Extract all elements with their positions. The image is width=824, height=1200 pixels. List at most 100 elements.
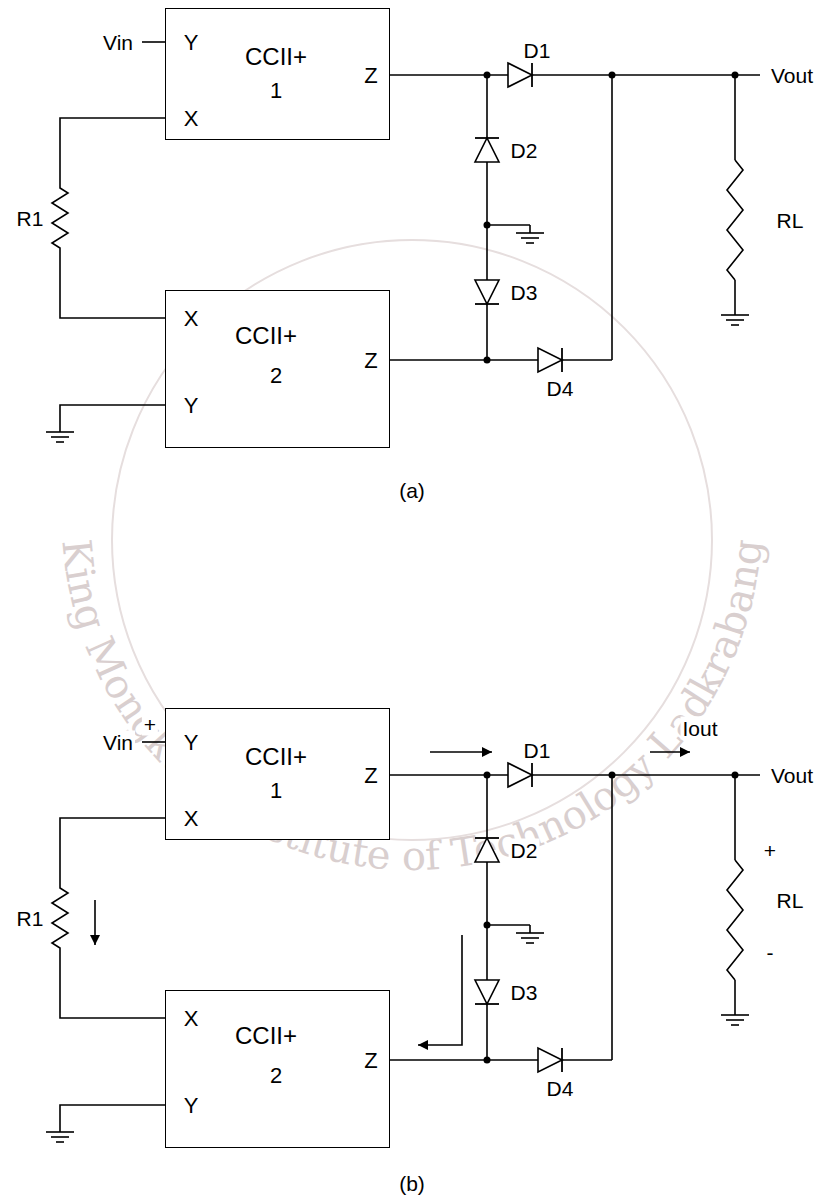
wire <box>390 774 760 776</box>
diode-symbol <box>531 763 533 787</box>
signal-name: Vin <box>101 731 135 754</box>
figure-label: (a) <box>397 479 427 502</box>
diode-symbol <box>475 138 499 162</box>
figure-label: (b) <box>397 1172 427 1195</box>
wire <box>611 775 613 1060</box>
ccii-block: XCCII+Z2Y <box>165 990 390 1148</box>
wire <box>734 775 736 860</box>
diode-symbol <box>475 280 499 304</box>
resistor-label: R1 <box>15 907 46 930</box>
arrow-head <box>418 1040 428 1050</box>
block-number: 1 <box>270 80 282 102</box>
wire <box>734 75 736 160</box>
wire <box>734 280 736 315</box>
wire <box>390 359 612 361</box>
diode-symbol <box>475 980 499 1004</box>
pin-name: Z <box>364 1050 377 1072</box>
wire <box>390 1059 612 1061</box>
wire <box>734 980 736 1015</box>
junction-dot <box>732 72 739 79</box>
block-name: CCII+ <box>245 45 307 69</box>
junction-dot <box>609 772 616 779</box>
ground-symbol <box>526 942 534 944</box>
diode-symbol <box>531 63 533 87</box>
ground-symbol <box>731 324 739 326</box>
pin-name: X <box>184 108 199 130</box>
wire <box>487 924 530 926</box>
diode-label: D2 <box>509 139 540 162</box>
diode-symbol <box>561 1048 563 1072</box>
ground-symbol <box>56 1141 64 1143</box>
diode-symbol <box>475 838 499 862</box>
watermark-ring <box>112 240 712 840</box>
signal-name: Vin <box>101 31 135 54</box>
wire <box>529 225 531 233</box>
diode-label: D3 <box>509 281 540 304</box>
diode-symbol <box>475 137 499 139</box>
polarity-sign: - <box>765 941 776 964</box>
diode-symbol <box>508 63 532 87</box>
ground-symbol <box>56 441 64 443</box>
resistor-symbol <box>727 160 743 280</box>
ground-symbol <box>521 937 539 939</box>
ground-symbol <box>51 1136 69 1138</box>
ground-symbol <box>726 1019 744 1021</box>
resistor-label: RL <box>775 889 806 912</box>
junction-dot <box>484 772 491 779</box>
pin-name: Z <box>364 65 377 87</box>
resistor-symbol <box>727 860 743 980</box>
ground-symbol <box>516 232 544 234</box>
resistor-connector <box>52 118 165 318</box>
wire <box>486 775 488 1060</box>
wire <box>390 74 760 76</box>
ground-symbol <box>726 319 744 321</box>
resistor-label: RL <box>775 209 806 232</box>
wire <box>487 224 530 226</box>
pin-name: Y <box>184 732 199 754</box>
signal-name: Vout <box>769 64 815 87</box>
diode-symbol <box>538 348 562 372</box>
block-number: 2 <box>270 365 282 387</box>
block-name: CCII+ <box>235 324 297 348</box>
ground-symbol <box>731 1024 739 1026</box>
pin-name: Y <box>184 32 199 54</box>
current-arrow <box>418 935 462 1045</box>
block-number: 2 <box>270 1065 282 1087</box>
wire <box>142 41 165 43</box>
pin-name: Y <box>184 395 199 417</box>
wire <box>486 75 488 360</box>
pin-name: Y <box>184 1095 199 1117</box>
junction-dot <box>609 72 616 79</box>
pin-name: X <box>184 308 199 330</box>
diode-symbol <box>475 1003 499 1005</box>
polarity-sign: + <box>142 713 158 736</box>
diode-label: D3 <box>509 981 540 1004</box>
pin-name: X <box>184 1008 199 1030</box>
ground-symbol <box>721 1014 749 1016</box>
polarity-sign: + <box>762 839 778 862</box>
ccii-block: X CCII+ Z 2Y <box>165 290 390 448</box>
diode-label: D1 <box>522 39 553 62</box>
junction-dot <box>484 357 491 364</box>
pin-name: Z <box>364 350 377 372</box>
ground-symbol <box>46 431 74 433</box>
junction-dot <box>484 1057 491 1064</box>
wire <box>611 75 613 360</box>
diode-label: D2 <box>509 839 540 862</box>
diode-symbol <box>508 763 532 787</box>
wire <box>60 405 165 432</box>
diode-label: D1 <box>522 739 553 762</box>
junction-dot <box>484 922 491 929</box>
watermark-path: King Mongkut's Institute of Technology L… <box>53 537 770 879</box>
arrow-head <box>90 935 100 945</box>
diode-symbol <box>538 1048 562 1072</box>
junction-dot <box>732 772 739 779</box>
ground-symbol <box>721 314 749 316</box>
ground-symbol <box>46 1131 74 1133</box>
ground-symbol <box>51 436 69 438</box>
resistor-label: R1 <box>15 207 46 230</box>
junction-dot <box>484 72 491 79</box>
pin-name: X <box>184 808 199 830</box>
